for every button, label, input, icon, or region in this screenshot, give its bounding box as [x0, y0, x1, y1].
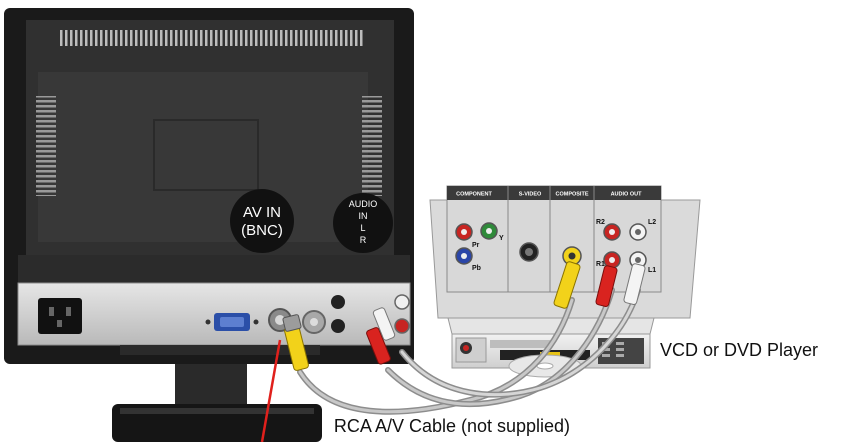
vga-port [205, 313, 259, 331]
s-video-header: S-VIDEO [519, 192, 542, 198]
left-vents [36, 96, 56, 196]
cable-label: RCA A/V Cable (not supplied) [334, 416, 570, 436]
pin-l1: L1 [648, 267, 656, 274]
audio-in-l: L [360, 223, 365, 233]
player-plugs [553, 261, 646, 309]
pin-pb: Pb [472, 265, 481, 272]
audio-in-callout: AUDIO IN L R [333, 193, 393, 253]
pin-pr: Pr [472, 242, 480, 249]
monitor-plugs [282, 307, 396, 371]
power-socket [38, 298, 82, 334]
audio-plug-red [366, 327, 391, 365]
monitor-rear: AV IN (BNC) AUDIO IN L R [4, 8, 414, 442]
connector-plate [18, 255, 410, 287]
player-label: VCD or DVD Player [660, 340, 818, 360]
pin-y: Y [499, 235, 504, 242]
audio-in-in: IN [359, 211, 368, 221]
vesa-mount [153, 119, 259, 191]
av-in-callout: AV IN (BNC) [230, 189, 294, 253]
pointer-line [260, 339, 282, 442]
component-header: COMPONENT [456, 192, 492, 198]
composite-header: COMPOSITE [555, 192, 588, 198]
pin-r2: R2 [596, 219, 605, 226]
audio-out-plug-white [623, 263, 646, 305]
audio-in-label: AUDIO [349, 199, 378, 209]
right-vents [362, 96, 382, 196]
av-in-sublabel: (BNC) [241, 222, 283, 239]
audio-plug-white [372, 307, 396, 341]
audio-out-header: AUDIO OUT [611, 192, 643, 198]
composite-plug-yellow [553, 261, 581, 309]
rca-cable [297, 287, 641, 415]
audio-in-r: R [360, 235, 367, 245]
pin-l2: L2 [648, 219, 656, 226]
av-in-label: AV IN [243, 204, 281, 221]
pin-r1: R1 [596, 261, 605, 268]
top-vents [60, 30, 364, 46]
audio-out-plug-red [595, 265, 618, 307]
